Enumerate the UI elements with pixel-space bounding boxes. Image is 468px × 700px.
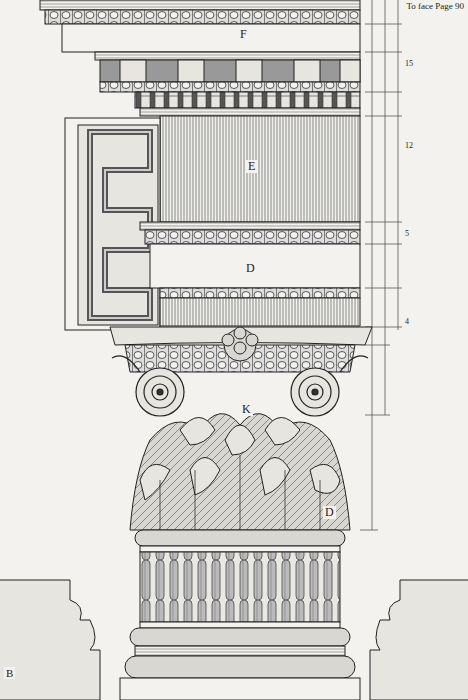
dimension-number: 15 (403, 60, 415, 69)
part-letter: D (244, 262, 257, 275)
part-letter: F (238, 28, 249, 41)
part-letter: B (4, 667, 15, 679)
dimension-number: 12 (403, 142, 415, 151)
part-letter: K (240, 403, 253, 416)
dimension-number: 5 (403, 230, 411, 239)
plate-note: To face Page 90 (404, 2, 466, 12)
part-letter: E (246, 160, 257, 173)
dimension-number: 4 (403, 318, 411, 327)
part-letter: D (323, 506, 336, 519)
